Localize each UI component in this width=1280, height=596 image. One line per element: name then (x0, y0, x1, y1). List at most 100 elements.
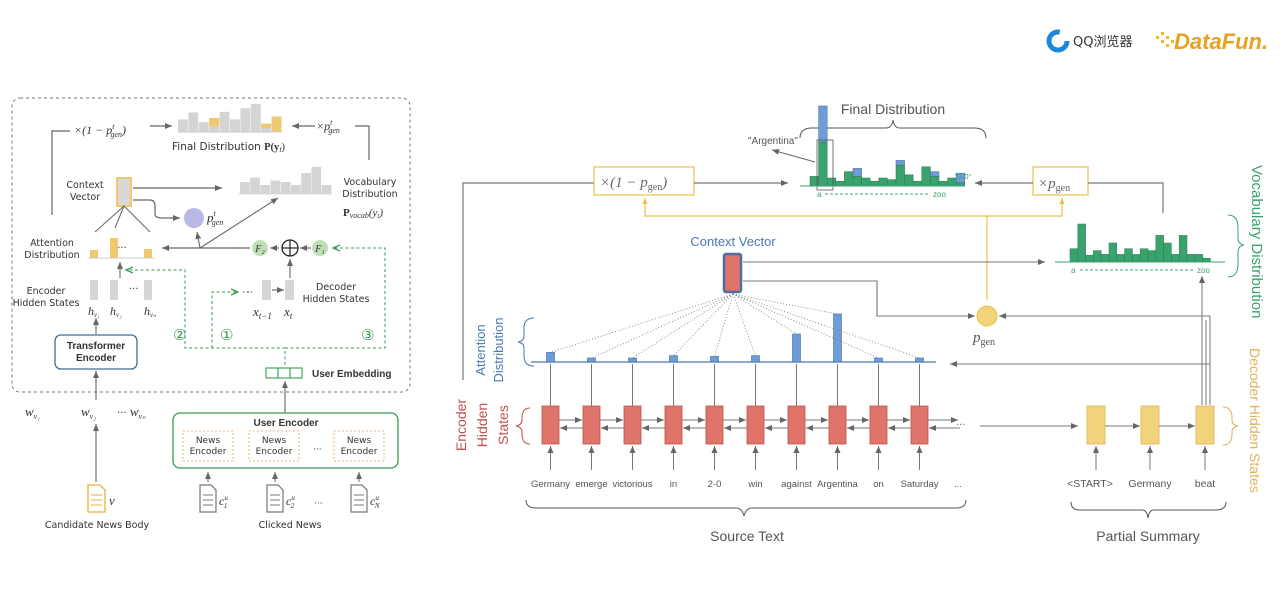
attention-bar (710, 356, 719, 363)
datafun-text: DataFun. (1174, 29, 1268, 54)
clicked-news-document-icon (350, 484, 368, 513)
final-bar-vocab-part (912, 180, 923, 187)
weight-one-minus-pgen-box (593, 166, 695, 196)
encoder-states (541, 364, 960, 470)
attention-bar (751, 355, 760, 363)
left-decoder-state (262, 280, 271, 300)
vocab-bar (1139, 248, 1149, 263)
decoder-state (1195, 405, 1215, 445)
final-bar-vocab-part (887, 179, 897, 187)
pgen-node (976, 305, 998, 327)
left-to-pgen-arrow (195, 231, 202, 249)
decoder-hidden-states-label: Decoder Hidden States (1247, 348, 1263, 493)
final-bar-attention-part (930, 171, 940, 177)
pgen-to-one-minus-line (642, 198, 988, 300)
step-marker-3: ③ (361, 326, 374, 344)
argentina-callout-arrow (771, 148, 816, 163)
left-attention-bars (90, 238, 152, 258)
vocab-bar (1132, 254, 1141, 263)
attention-to-weight-line (462, 182, 594, 380)
vocab-axis-start: a (1071, 266, 1076, 275)
left-f1-node (312, 240, 328, 256)
final-axis-start: a (817, 190, 822, 199)
clicked-news-label: Clicked News (259, 520, 322, 531)
attention-dotted-line (673, 293, 734, 356)
user-embedding-injection-paths (126, 248, 386, 365)
left-final-bar-highlight (261, 123, 272, 128)
left-context-fan-line (94, 205, 125, 233)
left-f2-label: F₂ (254, 244, 265, 255)
left-final-bar (178, 119, 188, 132)
source-token: emerge (575, 479, 607, 490)
final-bar-vocab-part (921, 166, 931, 187)
source-token: in (670, 479, 677, 490)
qq-browser-text: QQ浏览器 (1073, 34, 1132, 50)
encoder-state (746, 405, 765, 445)
vocabulary-distribution-bars (1069, 223, 1211, 263)
vocab-to-weight-line (1088, 182, 1164, 213)
step-marker-2: ② (173, 326, 186, 344)
left-context-fan-line (114, 205, 125, 229)
attention-dotted-line (714, 293, 734, 357)
news-encoder-box (182, 430, 234, 462)
vocab-bar (1093, 250, 1102, 263)
left-final-bar (261, 123, 272, 132)
left-f2-node (252, 240, 268, 256)
source-token: Germany (531, 479, 570, 490)
attention-bar (628, 357, 637, 363)
datafun-logo: DataFun. (1156, 29, 1268, 54)
vocab-bar (1100, 254, 1110, 263)
left-pvocab-label: Pvocab(yt) (343, 207, 383, 220)
attention-bar (833, 313, 842, 363)
source-token: ... (954, 479, 962, 490)
left-to-vocab-arrow (199, 197, 279, 249)
final-bar-vocab-part (938, 180, 948, 187)
attention-bar (546, 352, 555, 363)
vocabulary-distribution-label: Vocabulary Distribution (1248, 165, 1265, 318)
left-x-prev-label: xt−1 (252, 304, 272, 321)
step-marker-1: ① (220, 326, 233, 344)
left-encoder-ellipsis: ··· (129, 284, 139, 295)
source-token: Saturday (900, 479, 938, 490)
vocab-bar (1108, 242, 1118, 263)
decoder-brace (1222, 406, 1239, 446)
left-h1-label: hv₁ (88, 304, 100, 319)
left-vocab-bar (301, 173, 311, 194)
clicked-ellipsis: ··· (314, 499, 323, 509)
vocab-bar (1194, 254, 1203, 263)
left-final-bar (188, 112, 199, 132)
transformer-encoder-box (54, 334, 138, 370)
encoder-state (828, 405, 847, 445)
left-decoder-ellipsis: ·· (247, 288, 253, 298)
final-distribution-title: Final Distribution (841, 101, 945, 117)
encoder-state (582, 405, 601, 445)
left-vocab-bar (311, 167, 322, 194)
weight-one-minus-pgen-label: ×(1 − pgen) (600, 175, 667, 193)
final-bar-vocab-part (826, 177, 837, 187)
attention-brace (517, 317, 535, 367)
final-bar-vocab-part (844, 171, 854, 187)
vocab-bar (1069, 248, 1079, 263)
vocab-bar (1163, 242, 1172, 263)
attention-bar (792, 333, 801, 363)
injection-path-2 (126, 270, 286, 365)
summary-token: Germany (1128, 478, 1172, 490)
left-encoder-state (90, 280, 98, 300)
partial-summary-label: Partial Summary (1096, 528, 1199, 544)
news-encoder-ellipsis: ··· (313, 445, 322, 455)
encoder-ellipsis: ··· (956, 420, 966, 431)
encoder-brace (515, 407, 531, 445)
left-final-bar (250, 104, 261, 132)
word-token-2: wv₂ (81, 404, 96, 421)
left-vocabulary-distribution-bars (240, 167, 332, 194)
final-bar-vocab-part (904, 174, 914, 187)
left-vocab-bar (291, 185, 301, 194)
encoder-state (787, 405, 806, 445)
final-bar-attention-part (852, 168, 862, 177)
pgen-label: pgen (972, 330, 995, 348)
